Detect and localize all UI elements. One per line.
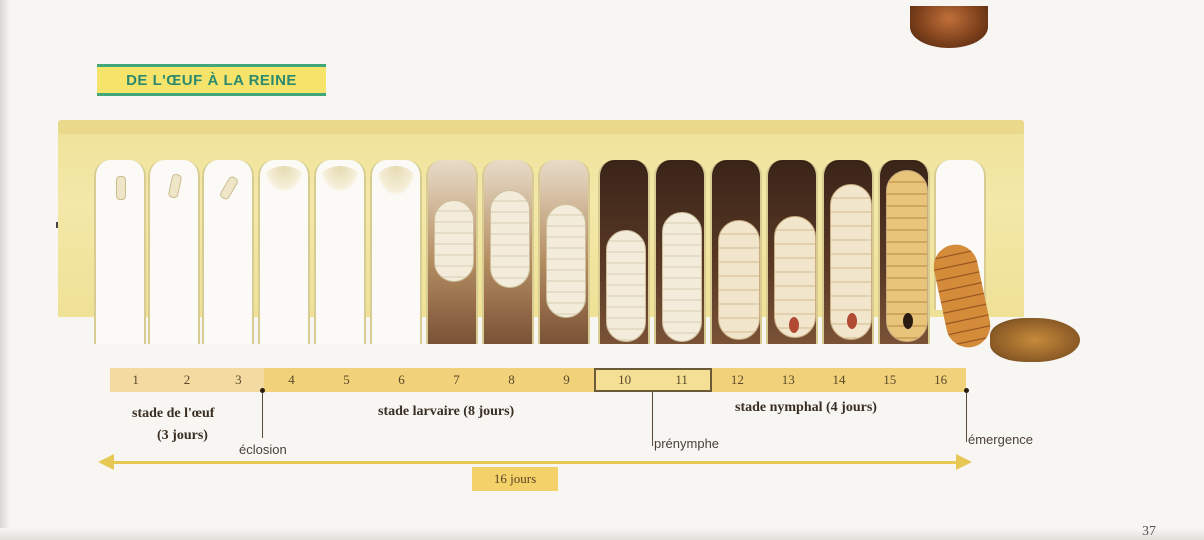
nymph-icon [718, 220, 760, 340]
day-label: 15 [883, 372, 896, 388]
total-duration-label: 16 jours [472, 467, 558, 491]
day-label: 8 [508, 372, 515, 388]
comb-roof [58, 120, 1024, 134]
timeline-nymph-stage: 12 13 14 15 16 [712, 368, 966, 392]
day-label: 5 [343, 372, 350, 388]
prenymph-label: prénymphe [654, 436, 719, 451]
day-label: 1 [132, 372, 139, 388]
emergence-marker [966, 392, 967, 442]
day-label: 12 [731, 372, 744, 388]
hatching-label: éclosion [239, 442, 287, 457]
cell-day-14 [822, 160, 874, 344]
larva-icon [546, 204, 586, 318]
cell-day-13 [766, 160, 818, 344]
diagram-title: DE L'ŒUF À LA REINE [97, 64, 326, 96]
day-label: 9 [563, 372, 570, 388]
emergence-dot [964, 388, 969, 393]
egg-stage-label: stade de l'œuf [132, 406, 214, 422]
egg-icon [219, 175, 240, 201]
cell-day-7 [426, 160, 478, 344]
nymph-icon [886, 170, 928, 342]
day-label: 7 [453, 372, 460, 388]
day-label: 16 [934, 372, 947, 388]
day-label: 3 [235, 372, 242, 388]
larva-hatching-icon [264, 166, 304, 192]
cell-day-5 [314, 160, 366, 344]
hatching-marker [262, 392, 263, 438]
queen-head-illustration [990, 318, 1080, 362]
larva-icon [434, 200, 474, 282]
larva-icon [490, 190, 530, 288]
day-timeline: 1 2 3 4 5 6 7 8 9 10 11 12 13 14 15 16 [110, 368, 966, 392]
cell-day-6 [370, 160, 422, 344]
arrow-left-icon [98, 454, 114, 470]
cell-day-12 [710, 160, 762, 344]
cell-day-3 [202, 160, 254, 344]
cell-day-1 [94, 160, 146, 344]
cell-day-8 [482, 160, 534, 344]
timeline-egg-stage: 1 2 3 [110, 368, 264, 392]
day-label: 10 [618, 372, 631, 388]
cell-day-15 [878, 160, 930, 344]
day-label: 11 [675, 372, 688, 388]
cell-day-11 [654, 160, 706, 344]
day-label: 4 [288, 372, 295, 388]
eye-icon [847, 313, 857, 329]
cell-day-10 [598, 160, 650, 344]
cell-day-2 [148, 160, 200, 344]
egg-icon [168, 173, 183, 199]
cell-day-9 [538, 160, 590, 344]
nymph-stage-label: stade nymphal (4 jours) [735, 400, 877, 416]
timeline-larva-stage: 4 5 6 7 8 9 [264, 368, 594, 392]
page-bottom-edge [0, 528, 1204, 540]
page-number: 37 [1142, 524, 1156, 540]
eye-icon [903, 313, 913, 329]
nymph-icon [830, 184, 872, 340]
day-label: 6 [398, 372, 405, 388]
prenymph-icon [662, 212, 702, 342]
prenymph-marker [652, 392, 653, 446]
larva-icon [376, 166, 416, 196]
emergence-label: émergence [968, 432, 1033, 447]
larva-icon [320, 166, 360, 192]
prenymph-icon [606, 230, 646, 342]
nymph-icon [774, 216, 816, 338]
page-edge [0, 0, 10, 540]
total-duration-arrow [110, 461, 958, 464]
timeline-prenymph-days: 10 11 [594, 368, 712, 392]
eye-icon [789, 317, 799, 333]
hatching-dot [260, 388, 265, 393]
egg-stage-duration: (3 jours) [157, 428, 208, 444]
egg-icon [116, 176, 126, 200]
arrow-right-icon [956, 454, 972, 470]
cell-day-4 [258, 160, 310, 344]
queen-wing-illustration [910, 6, 988, 48]
day-label: 13 [782, 372, 795, 388]
larva-stage-label: stade larvaire (8 jours) [378, 404, 514, 420]
day-label: 14 [832, 372, 845, 388]
day-label: 2 [184, 372, 191, 388]
